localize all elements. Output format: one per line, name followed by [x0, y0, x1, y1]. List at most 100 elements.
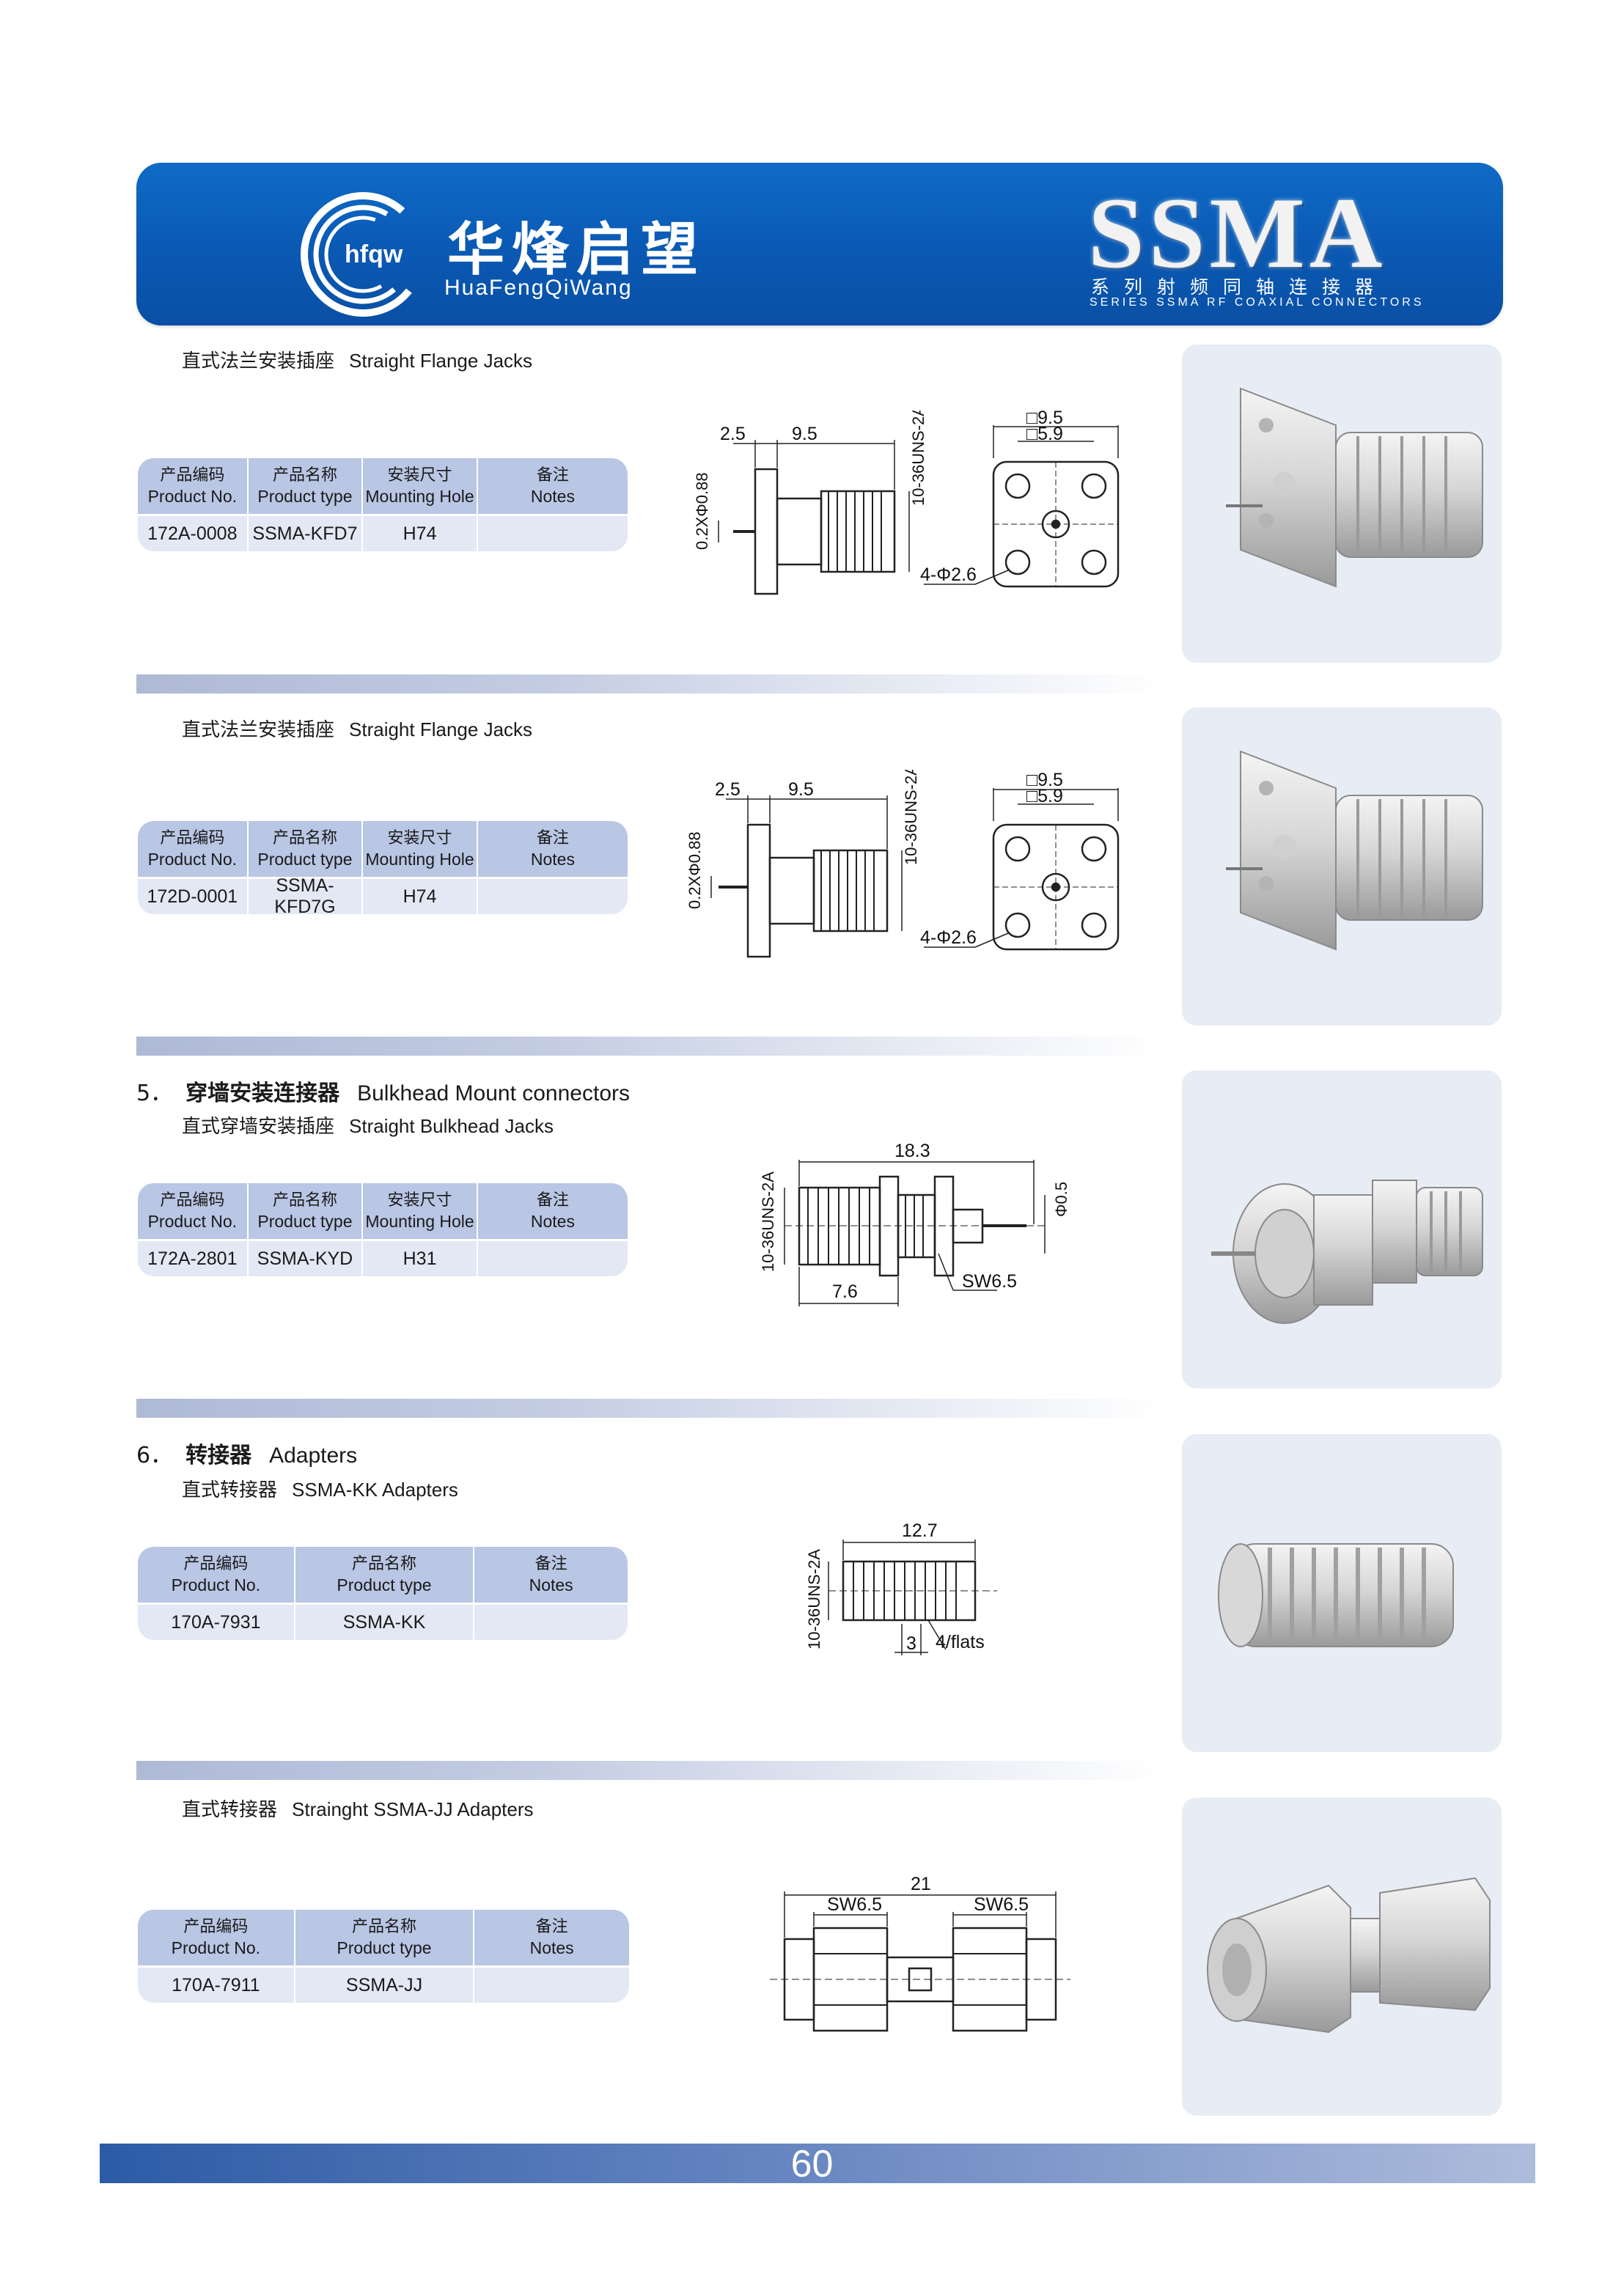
cell-product-no: 172D-0001 — [138, 879, 249, 914]
table-row: 172A-2801 SSMA-KYD H31 — [138, 1241, 628, 1276]
caption-en: Straight Flange Jacks — [349, 350, 533, 372]
cell-mounting-hole: H74 — [363, 879, 478, 914]
dim-length: 9.5 — [788, 779, 814, 800]
dim-square-inner: □5.9 — [1026, 424, 1063, 444]
product-photo — [1182, 1070, 1502, 1388]
table-row: 172D-0001 SSMA-KFD7G H74 — [138, 875, 628, 917]
table-row: 170A-7931 SSMA-KK — [138, 1605, 628, 1640]
caption-en: Straight Bulkhead Jacks — [349, 1115, 554, 1137]
cell-product-no: 170A-7911 — [138, 1968, 295, 2003]
cell-mounting-hole: H31 — [363, 1241, 478, 1276]
dim-wrench: SW6.5 — [962, 1271, 1017, 1292]
caption-cn: 直式法兰安装插座 — [182, 719, 335, 741]
heading-number: 5． — [136, 1081, 173, 1106]
dim-length: 9.5 — [792, 424, 817, 444]
dim-length: 18.3 — [894, 1144, 930, 1161]
dim-pin: 0.2XΦ0.88 — [686, 831, 704, 909]
flange-jack-drawing: 2.5 9.5 10-36UNS-2A 0.2XΦ0.88 □9.5 □5.9 … — [686, 770, 1120, 958]
flange-jack-drawing: 2.5 9.5 10-36UNS-2A 0.2XΦ0.88 □9.5 □5.9 … — [693, 411, 1120, 595]
dim-wrench-left: SW6.5 — [827, 1894, 882, 1915]
section-caption: 直式法兰安装插座 Straight Flange Jacks — [182, 346, 532, 373]
series-subtitle-en: SERIES SSMA RF COAXIAL CONNECTORS — [1090, 296, 1425, 309]
cell-notes — [478, 1241, 628, 1276]
heading-number: 6． — [136, 1443, 173, 1468]
dim-wrench-right: SW6.5 — [974, 1894, 1029, 1915]
bulkhead-jack-drawing: 18.3 10-36UNS-2A Φ0.5 7.6 SW6.5 — [759, 1144, 1070, 1306]
section-divider — [136, 1399, 1163, 1418]
section-caption: 直式穿墙安装插座 Straight Bulkhead Jacks — [182, 1111, 554, 1138]
bulkhead-jack-image — [1211, 1180, 1483, 1324]
section-divider — [136, 674, 1163, 694]
caption-en: Strainght SSMA-JJ Adapters — [292, 1798, 534, 1820]
dim-length: 21 — [911, 1874, 931, 1894]
product-photo — [1182, 1798, 1502, 2116]
kk-adapter-drawing: 12.7 10-36UNS-2A 3 4/flats — [805, 1520, 997, 1655]
cell-notes — [474, 1968, 629, 2003]
cell-product-type: SSMA-JJ — [295, 1968, 475, 2003]
heading-cn: 穿墙安装连接器 — [185, 1081, 340, 1106]
product-photo — [1182, 707, 1502, 1026]
logo-text: hfqw — [345, 240, 403, 268]
dim-square-outer: □9.5 — [1026, 770, 1063, 790]
dim-flange: 2.5 — [720, 424, 746, 444]
dim-pin: Φ0.5 — [1052, 1182, 1070, 1217]
section-divider — [136, 1037, 1163, 1056]
caption-cn: 直式法兰安装插座 — [182, 350, 335, 372]
section-heading: 5． 穿墙安装连接器 Bulkhead Mount connectors — [136, 1075, 630, 1107]
caption-cn: 直式穿墙安装插座 — [182, 1116, 335, 1138]
dim-thread: 10-36UNS-2A — [759, 1171, 777, 1272]
table-row: 170A-7911 SSMA-JJ — [138, 1968, 629, 2003]
dim-thread: 10-36UNS-2A — [902, 770, 920, 865]
page-number: 60 — [790, 2143, 834, 2185]
caption-en: Straight Flange Jacks — [349, 718, 533, 740]
cell-product-type: SSMA-KK — [295, 1605, 475, 1640]
cell-product-type: SSMA-KYD — [249, 1241, 364, 1276]
dim-length: 12.7 — [902, 1520, 938, 1541]
cell-product-type: SSMA-KFD7 — [249, 516, 364, 551]
caption-cn: 直式转接器 — [182, 1479, 278, 1501]
heading-en: Bulkhead Mount connectors — [357, 1081, 630, 1106]
product-photo — [1182, 1434, 1502, 1752]
cell-notes — [474, 1605, 628, 1640]
jj-adapter-drawing: 21 SW6.5 SW6.5 — [770, 1874, 1070, 2032]
section-caption: 直式转接器 SSMA-KK Adapters — [182, 1475, 458, 1502]
cell-notes — [478, 879, 628, 914]
caption-en: SSMA-KK Adapters — [292, 1479, 458, 1501]
flange-jack-image — [1226, 387, 1483, 588]
dim-square-inner: □5.9 — [1026, 786, 1063, 806]
dim-offset: 7.6 — [832, 1281, 858, 1302]
dim-flats: 4/flats — [936, 1632, 985, 1652]
company-logo-icon: hfqw — [301, 192, 425, 317]
cell-notes — [478, 516, 628, 551]
section-caption: 直式法兰安装插座 Straight Flange Jacks — [182, 715, 532, 742]
dim-thread: 10-36UNS-2A — [909, 411, 927, 506]
series-title: SSMA — [1088, 177, 1387, 289]
dim-pin: 0.2XΦ0.88 — [693, 472, 711, 550]
table-row: 172A-0008 SSMA-KFD7 H74 — [138, 516, 628, 551]
section-divider — [136, 1761, 1163, 1780]
dim-holes: 4-Φ2.6 — [920, 564, 977, 585]
dim-square-outer: □9.5 — [1026, 411, 1063, 428]
cell-product-type: SSMA-KFD7G — [249, 875, 364, 917]
